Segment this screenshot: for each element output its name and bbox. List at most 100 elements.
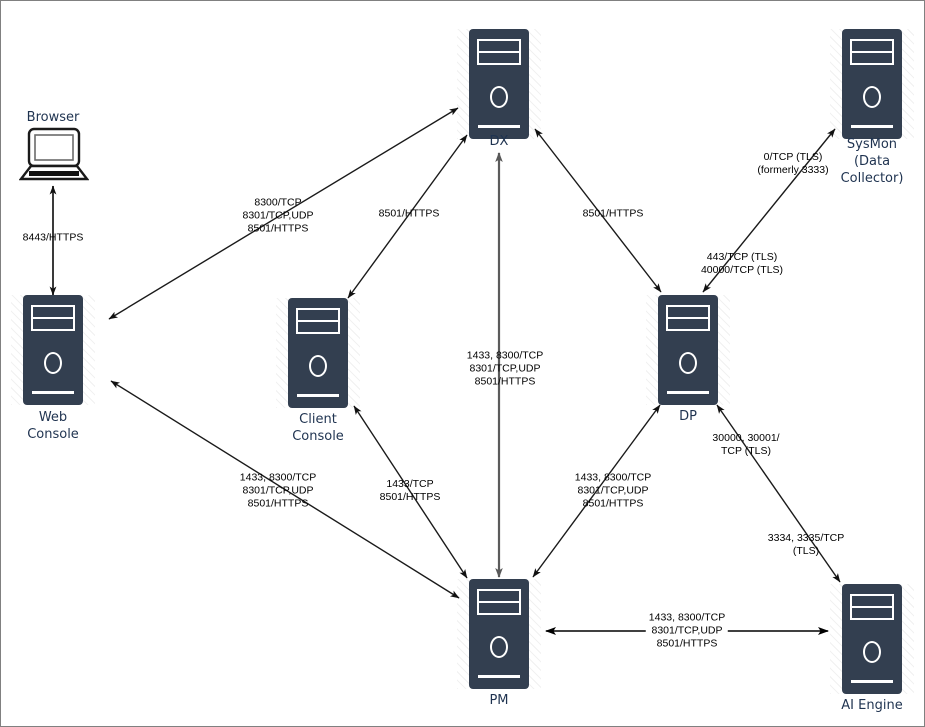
edge-label-line: 8501/HTTPS xyxy=(378,207,440,220)
node-label-client-console-line2: Console xyxy=(292,429,344,444)
power-button-icon xyxy=(679,352,697,375)
laptop-icon xyxy=(18,127,90,181)
edge-clientconsole-pm xyxy=(353,405,468,579)
power-button-icon xyxy=(490,636,508,659)
edge-clientconsole-dx xyxy=(347,134,468,299)
node-label-sysmon-line1: SysMon xyxy=(846,137,898,152)
edge-label-dx-dp: 8501/HTTPS xyxy=(583,208,644,221)
server-tower-icon xyxy=(469,579,529,689)
edge-label-line: 8501/HTTPS xyxy=(379,491,441,503)
edge-label-line: 8301/TCP,UDP xyxy=(577,484,649,497)
node-dp[interactable] xyxy=(646,295,730,405)
server-tower-icon xyxy=(658,295,718,405)
server-tower-icon xyxy=(842,29,902,139)
edge-label-line: 3334, 3335/TCP xyxy=(767,532,845,544)
edge-label-line: 8443/HTTPS xyxy=(22,231,84,244)
node-web-console[interactable] xyxy=(11,295,95,405)
edge-label-line: 0/TCP (TLS) xyxy=(763,151,823,163)
server-tower-icon xyxy=(288,298,348,408)
drive-slot-icon xyxy=(32,391,74,394)
node-label-ai-engine: AI Engine xyxy=(841,698,903,713)
node-client-console[interactable] xyxy=(276,298,360,408)
node-label-sysmon-line3: Collector) xyxy=(840,171,904,186)
edge-label-line: 8301/TCP,UDP xyxy=(651,624,723,637)
power-button-icon xyxy=(863,86,881,109)
node-label-pm: PM xyxy=(489,693,509,708)
edge-label-line: 8301/TCP,UDP xyxy=(242,484,314,497)
edge-label-line: 1433, 8300/TCP xyxy=(239,471,317,484)
node-pm[interactable] xyxy=(457,579,541,689)
drive-slot-icon xyxy=(478,125,520,128)
edge-label-dp-aiengine-lower: 3334, 3335/TCP (TLS) xyxy=(768,532,844,558)
power-button-icon xyxy=(863,641,881,664)
edge-dp-aiengine xyxy=(716,404,841,583)
edge-label-line: (formerly 3333) xyxy=(757,164,829,176)
edge-label-line: 30000, 30001/ xyxy=(712,432,780,444)
drive-slot-icon xyxy=(851,680,893,683)
node-label-client-console: Client Console xyxy=(292,411,344,445)
node-label-web-console-line1: Web xyxy=(38,410,68,425)
vent-icon xyxy=(850,38,894,66)
edge-label-browser-webconsole: 8443/HTTPS xyxy=(23,232,84,245)
vent-icon xyxy=(296,307,340,335)
edge-dx-dp xyxy=(534,128,662,293)
edge-label-line: 8501/HTTPS xyxy=(247,497,309,510)
drive-slot-icon xyxy=(297,394,339,397)
edge-label-line: 1433/TCP xyxy=(386,478,434,490)
vent-icon xyxy=(477,588,521,616)
server-tower-icon xyxy=(469,29,529,139)
node-label-browser: Browser xyxy=(26,110,80,125)
node-sysmon[interactable] xyxy=(830,29,914,139)
server-tower-icon xyxy=(842,584,902,694)
edge-label-dx-pm: 1433, 8300/TCP 8301/TCP,UDP 8501/HTTPS xyxy=(467,350,543,389)
edge-label-clientconsole-pm: 1433/TCP 8501/HTTPS xyxy=(380,478,441,504)
edge-label-dp-pm: 1433, 8300/TCP 8301/TCP,UDP 8501/HTTPS xyxy=(575,472,651,511)
edge-label-dp-sysmon-lower: 443/TCP (TLS) 40000/TCP (TLS) xyxy=(701,251,783,277)
node-label-client-console-line1: Client xyxy=(299,412,337,427)
node-label-dx: DX xyxy=(489,134,509,149)
power-button-icon xyxy=(309,355,327,378)
node-browser[interactable] xyxy=(18,127,90,185)
edge-label-line: 8501/HTTPS xyxy=(247,222,309,235)
edge-label-webconsole-pm: 1433, 8300/TCP 8301/TCP,UDP 8501/HTTPS xyxy=(240,472,316,511)
edge-label-dp-sysmon-upper: 0/TCP (TLS) (formerly 3333) xyxy=(757,151,828,177)
edge-label-line: 8301/TCP,UDP xyxy=(242,209,314,222)
node-label-sysmon: SysMon (Data Collector) xyxy=(841,136,904,187)
edge-label-line: 8501/HTTPS xyxy=(474,375,536,388)
edge-label-clientconsole-dx: 8501/HTTPS xyxy=(379,208,440,221)
edge-label-dp-aiengine-upper: 30000, 30001/ TCP (TLS) xyxy=(712,432,779,458)
edge-label-line: 8501/HTTPS xyxy=(582,207,644,220)
node-dx[interactable] xyxy=(457,29,541,139)
node-label-sysmon-line2: (Data xyxy=(853,154,891,169)
edge-label-line: 1433, 8300/TCP xyxy=(466,349,544,362)
power-button-icon xyxy=(44,352,62,375)
drive-slot-icon xyxy=(851,125,893,128)
vent-icon xyxy=(31,304,75,332)
edge-dp-pm xyxy=(532,404,661,578)
drive-slot-icon xyxy=(667,391,709,394)
node-label-web-console-line2: Console xyxy=(27,427,79,442)
edge-label-line: 40000/TCP (TLS) xyxy=(700,264,784,276)
node-label-dp: DP xyxy=(679,409,697,424)
edge-label-webconsole-dx: 8300/TCP 8301/TCP,UDP 8501/HTTPS xyxy=(242,197,313,236)
vent-icon xyxy=(477,38,521,66)
node-ai-engine[interactable] xyxy=(830,584,914,694)
node-label-web-console: Web Console xyxy=(27,409,79,443)
edge-label-line: 8300/TCP xyxy=(254,196,302,209)
vent-icon xyxy=(666,304,710,332)
edge-label-line: TCP (TLS) xyxy=(721,445,771,457)
vent-icon xyxy=(850,593,894,621)
power-button-icon xyxy=(490,86,508,109)
edge-label-line: 8301/TCP,UDP xyxy=(469,362,541,375)
edge-label-pm-aiengine: 1433, 8300/TCP 8301/TCP,UDP 8501/HTTPS xyxy=(645,611,729,651)
edge-label-line: 443/TCP (TLS) xyxy=(706,251,778,263)
edge-dp-sysmon xyxy=(702,128,836,293)
edge-label-line: 8501/HTTPS xyxy=(582,497,644,510)
edge-label-line: 8501/HTTPS xyxy=(656,637,718,650)
edge-label-line: 1433, 8300/TCP xyxy=(648,611,726,624)
server-tower-icon xyxy=(23,295,83,405)
drive-slot-icon xyxy=(478,675,520,678)
edge-label-line: (TLS) xyxy=(792,545,820,557)
